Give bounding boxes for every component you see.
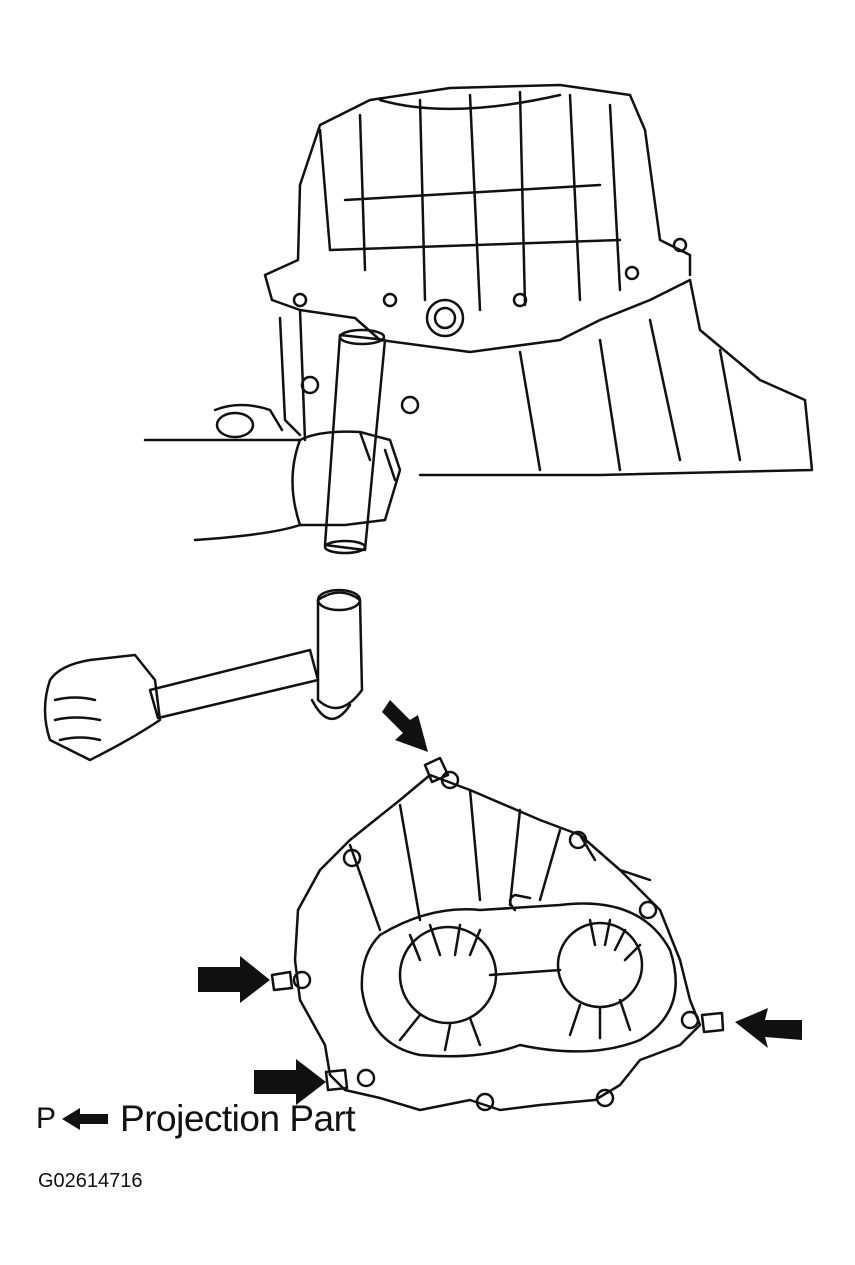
projection-tab-top — [423, 756, 450, 784]
brass-bar — [323, 328, 387, 555]
figure-code: G02614716 — [38, 1170, 143, 1192]
left-arrow-icon — [62, 1108, 109, 1130]
projection-tab-bottom-left — [324, 1068, 349, 1092]
legend-key-letter: P — [36, 1102, 57, 1135]
arrow-icon — [254, 1059, 326, 1105]
projection-tab-left — [270, 970, 294, 992]
hammer-hand — [43, 653, 162, 762]
legend-label: Projection Part — [120, 1098, 356, 1139]
holding-hand — [143, 430, 402, 542]
projection-tab-right — [700, 1011, 725, 1034]
arrow-icon — [735, 1008, 802, 1048]
projection-legend: P Projection Part — [36, 1098, 356, 1140]
extension-housing — [270, 756, 725, 1112]
arrow-icon — [382, 700, 428, 752]
arrow-icon — [198, 956, 270, 1003]
hammer — [148, 588, 364, 720]
transmission-housing — [213, 83, 814, 477]
